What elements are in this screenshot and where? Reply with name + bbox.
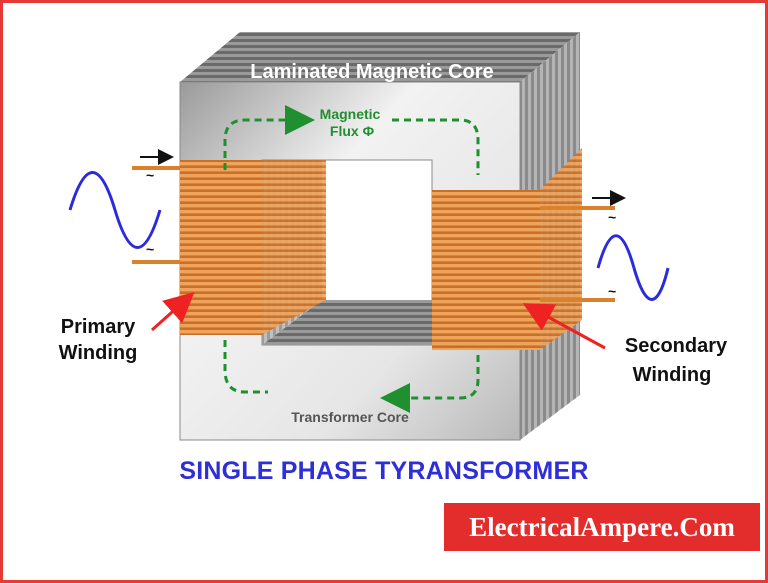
core-top-face [180,32,580,82]
flux-label-line1: Magnetic [320,106,381,122]
flux-path-left-bottom [223,340,268,394]
primary-label-line2: Winding [59,342,138,364]
input-tilde-bottom: ~ [146,241,154,257]
core-bottom-label: Transformer Core [291,409,409,425]
flux-arrow-bottom [380,355,480,413]
input-tilde-top: ~ [146,167,154,183]
output-tilde-top: ~ [608,209,616,225]
primary-coil-front [180,160,262,335]
secondary-label-line2: Winding [633,364,712,386]
brand-text: ElectricalAmpere.Com [469,511,735,542]
secondary-winding [432,148,615,350]
output-sine-wave-icon [596,234,670,301]
input-sine-wave-icon [68,171,162,249]
primary-winding [132,160,326,335]
primary-label-line1: Primary [61,316,136,338]
primary-pointer-arrow [150,291,195,332]
output-tilde-bottom: ~ [608,283,616,299]
window-bottom-depth [262,300,432,345]
secondary-pointer-arrow [522,303,606,350]
flux-arrow-top [223,105,315,170]
page-title: SINGLE PHASE TYRANSFORMER [179,457,589,485]
secondary-label-line1: Secondary [625,335,728,357]
core-label: Laminated Magnetic Core [250,61,493,83]
flux-label-line2: Flux Φ [330,123,375,139]
secondary-coil-front [432,190,540,350]
brand-badge: ElectricalAmpere.Com [444,503,760,551]
primary-coil-side [262,160,326,335]
flux-path-right-top [392,118,480,175]
